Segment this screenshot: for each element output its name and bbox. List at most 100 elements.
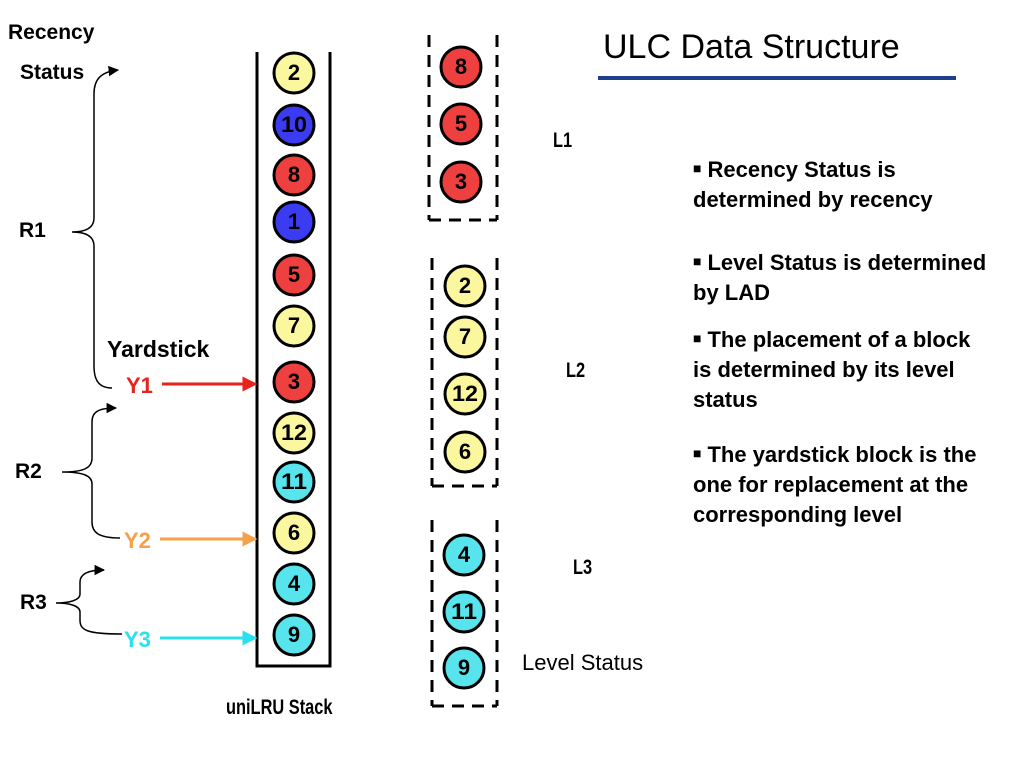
unilru-stack-walls bbox=[255, 52, 332, 668]
level-l2-label: L2 bbox=[566, 359, 586, 382]
bullet-marker: ■ bbox=[693, 445, 702, 461]
stack-block: 12 bbox=[272, 411, 316, 455]
stack-block-circle bbox=[272, 562, 316, 606]
stack-block-circle bbox=[272, 304, 316, 348]
level-l2-block: 6 bbox=[443, 430, 487, 474]
level-l1-block-circle bbox=[439, 45, 483, 89]
level-l1-block: 3 bbox=[439, 160, 483, 204]
stack-block: 2 bbox=[272, 51, 316, 95]
level-status-label: Level Status bbox=[522, 650, 644, 675]
stack-block: 3 bbox=[272, 360, 316, 404]
level-l1-block-number: 5 bbox=[455, 111, 467, 136]
stack-block-number: 5 bbox=[288, 262, 300, 287]
bullet-marker: ■ bbox=[693, 253, 702, 269]
level-box-l1 bbox=[427, 35, 499, 222]
y2-label: Y2 bbox=[124, 528, 151, 553]
level-l2-block: 12 bbox=[443, 372, 487, 416]
level-l3-block-circle bbox=[442, 590, 486, 634]
level-l3-block-circle bbox=[442, 646, 486, 690]
level-l3-block: 9 bbox=[442, 646, 486, 690]
stack-block-number: 7 bbox=[288, 313, 300, 338]
stack-block-circle bbox=[272, 153, 316, 197]
stack-block: 8 bbox=[272, 153, 316, 197]
bullet-4: ■The yardstick block is the one for repl… bbox=[693, 438, 993, 530]
level-l1-block-number: 8 bbox=[455, 54, 467, 79]
stack-block: 4 bbox=[272, 562, 316, 606]
level-l3-label: L3 bbox=[573, 556, 593, 579]
y1-label: Y1 bbox=[126, 373, 153, 398]
level-l2-block-number: 2 bbox=[459, 273, 471, 298]
stack-block-number: 11 bbox=[281, 469, 307, 494]
brace-r3 bbox=[55, 564, 123, 635]
stack-block-number: 12 bbox=[281, 420, 307, 445]
stack-label: uniLRU Stack bbox=[226, 696, 333, 719]
level-l2-block-number: 12 bbox=[452, 381, 478, 406]
stack-block: 1 bbox=[272, 200, 316, 244]
brace-r1 bbox=[71, 65, 120, 389]
stack-block-circle bbox=[272, 51, 316, 95]
level-l1-block: 5 bbox=[439, 102, 483, 146]
bullet-2: ■Level Status is determined by LAD bbox=[693, 246, 993, 308]
bullet-marker: ■ bbox=[693, 330, 702, 346]
level-l2-block-circle bbox=[443, 315, 487, 359]
yardstick-label: Yardstick bbox=[107, 336, 210, 362]
level-box-l3 bbox=[430, 520, 499, 708]
level-l3-block-circle bbox=[442, 533, 486, 577]
bullet-4-text: The yardstick block is the one for repla… bbox=[693, 442, 977, 527]
level-l2-block-number: 6 bbox=[459, 439, 471, 464]
level-l2-block-circle bbox=[443, 430, 487, 474]
stack-block-circle bbox=[272, 103, 316, 147]
stack-block-circle bbox=[272, 253, 316, 297]
bullet-3: ■The placement of a block is determined … bbox=[693, 323, 993, 415]
stack-block-circle bbox=[272, 613, 316, 657]
level-l1-block-number: 3 bbox=[455, 169, 467, 194]
bullet-3-text: The placement of a block is determined b… bbox=[693, 327, 971, 412]
stack-block-number: 9 bbox=[288, 622, 300, 647]
bullet-2-text: Level Status is determined by LAD bbox=[693, 250, 987, 305]
stack-block-number: 10 bbox=[281, 112, 307, 137]
level-l2-block-number: 7 bbox=[459, 324, 471, 349]
level-l2-block: 2 bbox=[443, 264, 487, 308]
stack-block: 10 bbox=[272, 103, 316, 147]
r1-label: R1 bbox=[19, 219, 46, 242]
level-l2-block-circle bbox=[443, 372, 487, 416]
level-l3-block-number: 4 bbox=[458, 542, 471, 567]
stack-block-number: 8 bbox=[288, 162, 300, 187]
bullet-marker: ■ bbox=[693, 160, 702, 176]
stack-block-number: 6 bbox=[288, 520, 300, 545]
level-l3-block: 11 bbox=[442, 590, 486, 634]
stack-block: 5 bbox=[272, 253, 316, 297]
stack-block-circle bbox=[272, 511, 316, 555]
r3-label: R3 bbox=[20, 591, 47, 614]
level-l1-label: L1 bbox=[553, 129, 573, 152]
bullet-1: ■Recency Status is determined by recency bbox=[693, 153, 993, 215]
stack-block-circle bbox=[272, 200, 316, 244]
bullet-1-text: Recency Status is determined by recency bbox=[693, 157, 933, 212]
level-l3-block-number: 11 bbox=[451, 599, 477, 624]
stack-block: 11 bbox=[272, 460, 316, 504]
level-box-l2 bbox=[430, 258, 499, 488]
stack-block-number: 1 bbox=[288, 209, 300, 234]
level-l1-block-circle bbox=[439, 102, 483, 146]
stack-block-number: 2 bbox=[288, 60, 300, 85]
level-l1-block-circle bbox=[439, 160, 483, 204]
stack-block-circle bbox=[272, 360, 316, 404]
stack-block: 7 bbox=[272, 304, 316, 348]
recency-label: Recency bbox=[8, 21, 95, 44]
stack-block-number: 4 bbox=[288, 571, 301, 596]
stack-block-circle bbox=[272, 460, 316, 504]
level-l1-block: 8 bbox=[439, 45, 483, 89]
stack-block: 9 bbox=[272, 613, 316, 657]
level-l2-block: 7 bbox=[443, 315, 487, 359]
page-title: ULC Data Structure bbox=[603, 28, 900, 66]
stack-block-circle bbox=[272, 411, 316, 455]
r2-label: R2 bbox=[15, 460, 42, 483]
level-l3-block: 4 bbox=[442, 533, 486, 577]
status-label: Status bbox=[20, 61, 85, 84]
y3-label: Y3 bbox=[124, 627, 151, 652]
level-l3-block-number: 9 bbox=[458, 655, 470, 680]
level-l2-block-circle bbox=[443, 264, 487, 308]
stack-block-number: 3 bbox=[288, 369, 300, 394]
stack-block: 6 bbox=[272, 511, 316, 555]
